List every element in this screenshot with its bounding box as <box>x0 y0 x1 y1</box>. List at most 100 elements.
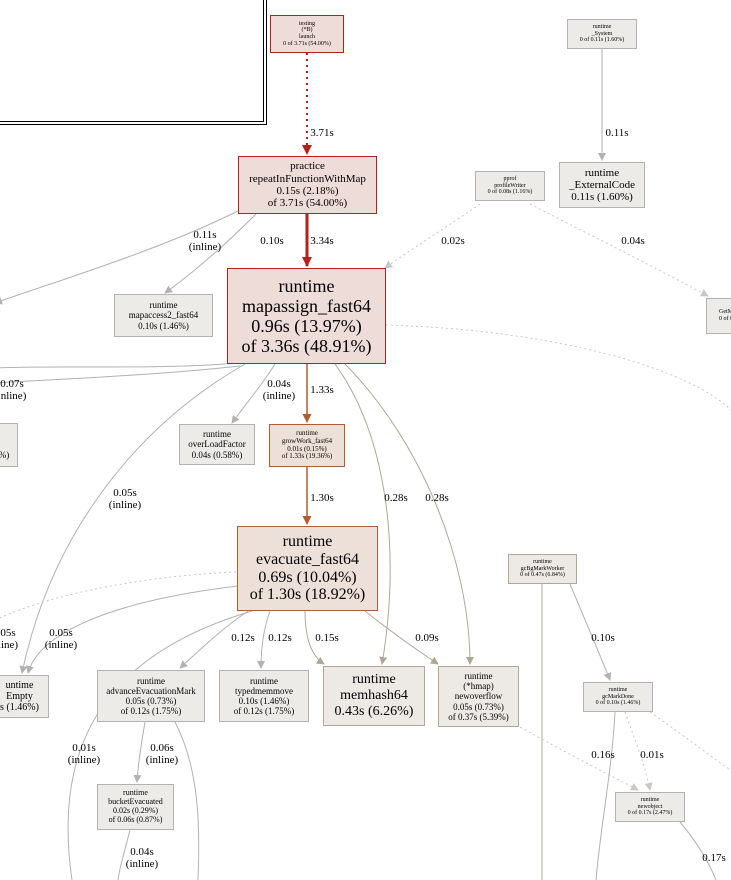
node-text-line: 0.04s (0.58%) <box>191 449 243 460</box>
edge-label: 1.33s <box>310 384 334 396</box>
edge-label: 0.05s(inline) <box>109 487 141 511</box>
edge-label: 3.34s <box>310 235 334 247</box>
edge-evacuate-memhash <box>304 610 325 665</box>
legend-box <box>0 0 267 125</box>
edge-mapassign-memhash <box>334 363 391 665</box>
node-text-line: 0.69s (10.04%) <box>258 568 357 586</box>
edge-label-line: 0.10s <box>260 235 284 247</box>
edge-label: 0.28s <box>384 492 408 504</box>
edge-label: 0.10s <box>591 632 615 644</box>
edge-label: 0.04s(inline) <box>263 378 295 402</box>
edge-label: 0.02s <box>441 235 465 247</box>
edge-pprof-getm <box>529 203 709 297</box>
node-text-line: _System <box>591 30 613 37</box>
node-text-line: %) <box>0 449 10 460</box>
edge-label: 0.06s(inline) <box>146 742 178 766</box>
edge-label-line: 3.71s <box>310 127 334 139</box>
node-text-line: 0 of 0.47s (6.84%) <box>520 572 565 579</box>
node-text-line: 0.15s (2.18%) <box>276 185 339 197</box>
node-text-line: 0.05s (0.73%) <box>453 701 504 712</box>
node-left-partial[interactable]: %) <box>0 423 18 467</box>
edge-newoverflow-newobject <box>519 726 639 791</box>
edge-label-line: (inline) <box>262 390 296 403</box>
edge-label-line: inline) <box>0 390 27 403</box>
edge-label: 0.09s <box>415 632 439 644</box>
edge-label-line: 0.16s <box>591 749 615 761</box>
node-text-line: 0.05s (0.73%) <box>125 696 177 706</box>
edge-label-line: 0.05s <box>113 487 137 499</box>
edge-label-line: 0.04s <box>130 846 154 858</box>
edge-label: 0.28s <box>425 492 449 504</box>
edge-label-line: 0.04s <box>267 378 291 390</box>
edge-label: 05sline) <box>0 627 18 651</box>
edge-label-line: 0.04s <box>621 235 645 247</box>
edge-label-line: 1.30s <box>310 492 334 504</box>
edge-mapassign-right <box>385 324 731 411</box>
edge-label-line: 0.10s <box>591 632 615 644</box>
edge-evacuate-advance <box>179 610 249 669</box>
edge-mapassign-empty <box>19 363 246 674</box>
node-text-line: runtime <box>296 428 318 437</box>
edge-advance-down <box>174 721 200 880</box>
node-text-line: of 3.36s (48.91%) <box>241 336 372 357</box>
node-text-line: runtime <box>584 166 620 179</box>
edge-label-line: 3.34s <box>310 235 334 247</box>
edge-label-line: (inline) <box>145 754 179 767</box>
edge-repeat-mapaccess <box>164 213 257 294</box>
node-text-line: runtime <box>137 675 165 686</box>
node-text-line: runtime <box>203 429 231 440</box>
edge-label: 0.01s(inline) <box>68 742 100 766</box>
edge-label: 0.16s <box>591 749 615 761</box>
edge-label-line: 0.02s <box>441 235 465 247</box>
node-text-line: 0.02s (0.29%) <box>112 806 159 815</box>
node-text-line: 0 of 0.11s (1.60%) <box>579 37 625 44</box>
node-text-line: s (1.46%) <box>0 702 39 714</box>
node-text-line: (*hmap) <box>463 681 494 692</box>
edge-mapassign-overload <box>231 363 276 424</box>
node-text-line: growWork_fast64 <box>281 436 333 445</box>
node-text-line: of 1.30s (18.92%) <box>249 586 366 604</box>
edge-pprof-mapassign <box>384 203 481 269</box>
edge-mapassign-newoverflow <box>344 363 474 665</box>
node-text-line: runtime <box>282 532 333 550</box>
node-text-line: practice <box>290 160 325 173</box>
edge-evacuate-empty <box>26 585 239 674</box>
edge-label-line: 0.28s <box>384 492 408 504</box>
node-text-line: 0.10s (1.46%) <box>138 320 189 331</box>
edge-evacuate-newoverflow <box>364 610 439 665</box>
edge-label-line: 0.15s <box>315 632 339 644</box>
edge-label: 0.17s <box>702 852 726 864</box>
edge-label: 3.71s <box>310 127 334 139</box>
edge-newobject-down <box>679 821 717 880</box>
node-text-line: untime <box>5 679 34 691</box>
node-text-line: of 3.71s (54.00%) <box>267 197 348 210</box>
edge-label-line: 05s <box>0 627 16 639</box>
node-text-line: 0 of 3.71s (54.00%) <box>283 40 331 47</box>
edge-label-line: (inline) <box>188 241 222 254</box>
edge-repeat-left <box>0 209 241 305</box>
node-text-line: Empty <box>6 690 33 702</box>
node-getm-partial[interactable]: GetM0 of 0 <box>706 298 731 334</box>
node-text-line: 0.96s (13.97%) <box>251 316 362 336</box>
edge-mapassign-left-b <box>0 365 241 384</box>
edge-label-line: 0.12s <box>231 632 255 644</box>
